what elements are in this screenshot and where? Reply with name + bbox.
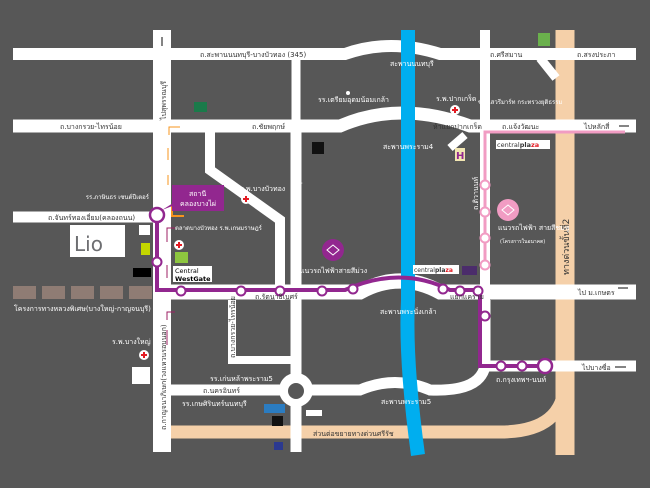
big-c-icon: [139, 225, 150, 235]
road-label: ไปบางซื่อ: [581, 363, 611, 372]
road-label: ถ.จันทร์ทองเอี่ยม(คลองถนน): [48, 213, 135, 222]
red-arrows: [166, 227, 175, 345]
road-label: ห้าแยกปากเกร็ด: [433, 122, 482, 131]
makro-icon: [312, 142, 324, 154]
motorway-project: [13, 286, 152, 299]
arrow-icons: [161, 37, 629, 368]
logo-text: WestGate: [175, 275, 211, 283]
logo-icon: [132, 367, 150, 384]
hospital-icon: [139, 105, 460, 360]
homepro-icon: [264, 404, 285, 413]
logo-icon: [274, 442, 283, 450]
chao-phraya-river: [400, 30, 425, 456]
expressway: [171, 30, 575, 455]
bridge-label: สะพานพระราม5: [381, 398, 431, 406]
place-label: ตลาดบางบัวทอง ร.พ.เกษมราษฎร์: [175, 224, 263, 232]
place-dot: [346, 91, 350, 95]
place-label: ของเสวรีมาร์ท กระทรวงยุติธรรม: [478, 98, 562, 106]
purple-line: [148, 206, 554, 375]
bridge-label: สะพานพระนั่งเกล้า: [380, 307, 437, 316]
road-label: แยกแคราย: [450, 293, 484, 301]
logo-icon: [462, 266, 477, 275]
logo-text: Lio: [74, 232, 103, 256]
road-label: ไปสุพรรณบุรี: [159, 81, 168, 121]
hotel-h-icon: H: [456, 151, 464, 162]
metro-logo-icon: [322, 199, 519, 261]
place-label: ร.พ.ปากเกร็ด: [436, 94, 476, 103]
station-name: สถานี: [189, 190, 206, 198]
central-plaza-logo: centralplaza centralplaza: [413, 140, 550, 274]
logo-icon: [306, 410, 322, 416]
road-label: ไป ม.เกษตร: [577, 288, 615, 297]
hotel-icon: [538, 33, 550, 46]
road-label: ถ.สรงประภา: [577, 51, 615, 59]
road-label: ถ.กรุงเทพฯ-นนท์: [496, 376, 547, 384]
index-living-icon: [133, 268, 151, 277]
place-label: รร.เตรียมอุดมน้อมเกล้า: [318, 96, 389, 104]
road-label: ไปหลักสี่: [583, 122, 610, 131]
road-label: ถ.ชัยพฤกษ์: [252, 123, 285, 131]
roundabout-center: [288, 383, 304, 399]
svg-text:centralplaza: centralplaza: [414, 267, 453, 274]
place-label: แนวรถไฟฟ้า สายสีชมพู: [498, 223, 570, 232]
road-label: ถ.บางกรวย-ไทรน้อย: [228, 296, 237, 358]
road-label: ถ.ราชพฤกษ์: [295, 173, 303, 210]
road-label: ถ.กาญจนาภิเษก(วงแหวนรอบนอก): [160, 324, 168, 430]
bridge-label: สะพานนนทบุรี: [390, 60, 434, 68]
road-label: ถ.ติวานนท์: [472, 177, 480, 210]
place-label: ร.พ.บางบัวทอง: [240, 185, 285, 193]
pink-line: [479, 130, 625, 271]
makro-icon: [272, 416, 283, 426]
place-label: (โครงการในอนาคต): [500, 238, 545, 245]
station-callout: สถานี คลองบางไผ่: [162, 185, 224, 211]
road-label: ถ.แจ้งวัฒนะ: [502, 123, 540, 131]
logo-text: Central: [175, 267, 199, 275]
road-label: ถ.ศรีสมาน: [490, 51, 522, 59]
lio-logo: Lio: [70, 225, 125, 257]
road-label: ถ.สะพานนนทบุรี-บางบัวทอง (345): [200, 51, 306, 59]
hotel-icon: [455, 148, 465, 161]
road-label: ถ.บางกรวย-ไทรน้อย: [60, 122, 122, 131]
road-label: ส่วนต่อขยายทางด่วนศรีรัช: [313, 430, 394, 438]
place-label: รร.เกษศิรินทร์นนทบุรี: [182, 400, 247, 408]
place-label: ร.พ.บางใหญ่: [112, 337, 151, 346]
project-label: โครงการทางหลวงพิเศษ(บางใหญ่-กาญจนบุรี): [14, 304, 151, 313]
tesco-lotus-icon: [194, 102, 207, 112]
station-name: คลองบางไผ่: [180, 199, 216, 208]
road-label: ถ.นครอินทร์: [203, 387, 240, 395]
place-label: แนวรถไฟฟ้าสายสีม่วง: [300, 266, 367, 275]
big-c-icon: [141, 243, 150, 255]
central-westgate-logo: Central WestGate: [173, 266, 212, 283]
station-khlong-bang-phai: [148, 206, 166, 224]
road-label: ทางด่วนขั้นที่2: [559, 219, 572, 275]
svg-text:centralplaza: centralplaza: [497, 141, 539, 149]
big-c-icon: [175, 252, 188, 263]
place-label: รร.ภาษินธร เซนต์ปีเตอร์: [86, 193, 150, 201]
place-label: รร.เก่นหล้าพระราม5: [210, 375, 273, 383]
road-label: ถ.รัตนาธิเบศร์: [255, 293, 298, 301]
bridge-label: สะพานพระราม4: [383, 143, 434, 151]
